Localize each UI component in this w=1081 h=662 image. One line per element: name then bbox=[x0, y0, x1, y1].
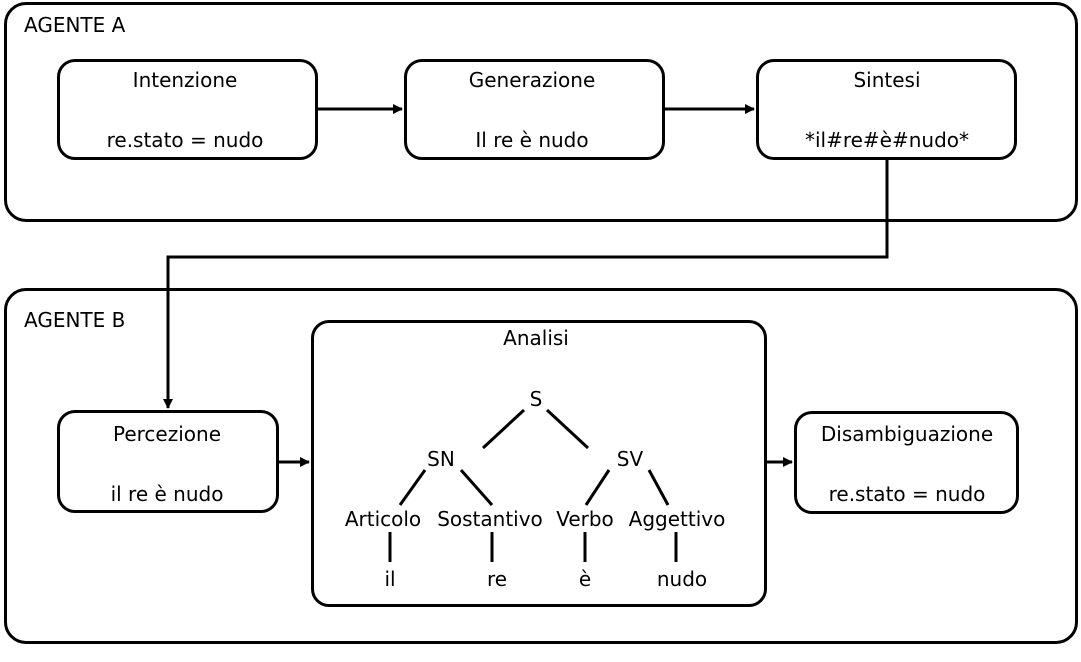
agent-b-panel bbox=[4, 288, 1078, 644]
tree-edge-sv-aggettivo bbox=[647, 469, 670, 506]
tree-word-il: il bbox=[384, 567, 396, 591]
tree-node-sv: SV bbox=[616, 447, 644, 471]
tree-edge-s-sn bbox=[481, 408, 526, 450]
percezione-value: il re è nudo bbox=[110, 482, 224, 506]
tree-node-sn: SN bbox=[427, 447, 455, 471]
intenzione-value: re.stato = nudo bbox=[106, 128, 264, 152]
arrow-sintesi-percezione bbox=[163, 160, 889, 409]
percezione-box bbox=[57, 410, 279, 513]
generazione-value: Il re è nudo bbox=[475, 128, 589, 152]
disambiguazione-title: Disambiguazione bbox=[820, 422, 994, 446]
analisi-box bbox=[311, 320, 767, 607]
generazione-title: Generazione bbox=[468, 68, 596, 92]
agent-a-panel bbox=[4, 2, 1078, 222]
tree-pos-articolo: Articolo bbox=[344, 507, 422, 531]
intenzione-title: Intenzione bbox=[132, 68, 238, 92]
tree-node-s: S bbox=[529, 387, 543, 411]
disambiguazione-value: re.stato = nudo bbox=[828, 482, 986, 506]
tree-word-re: re bbox=[486, 567, 508, 591]
agent-a-title: AGENTE A bbox=[24, 13, 126, 37]
tree-word-nudo: nudo bbox=[656, 567, 708, 591]
intenzione-box bbox=[57, 59, 318, 160]
tree-word-e: è bbox=[578, 567, 592, 591]
sintesi-value: *il#re#è#nudo* bbox=[804, 128, 970, 152]
percezione-title: Percezione bbox=[112, 422, 222, 446]
sintesi-title: Sintesi bbox=[853, 68, 921, 92]
tree-pos-sostantivo: Sostantivo bbox=[437, 507, 543, 531]
sintesi-box bbox=[756, 59, 1017, 160]
tree-edge-sn-sostantivo bbox=[459, 469, 494, 506]
disambiguazione-box bbox=[794, 411, 1019, 514]
agent-b-title: AGENTE B bbox=[24, 308, 126, 332]
generazione-box bbox=[404, 59, 665, 160]
tree-edge-sn-articolo bbox=[398, 469, 427, 506]
tree-edge-s-sv bbox=[545, 408, 590, 450]
tree-edge-sv-verbo bbox=[584, 469, 611, 506]
tree-pos-aggettivo: Aggettivo bbox=[628, 507, 726, 531]
tree-pos-verbo: Verbo bbox=[556, 507, 614, 531]
analisi-title: Analisi bbox=[503, 326, 569, 350]
